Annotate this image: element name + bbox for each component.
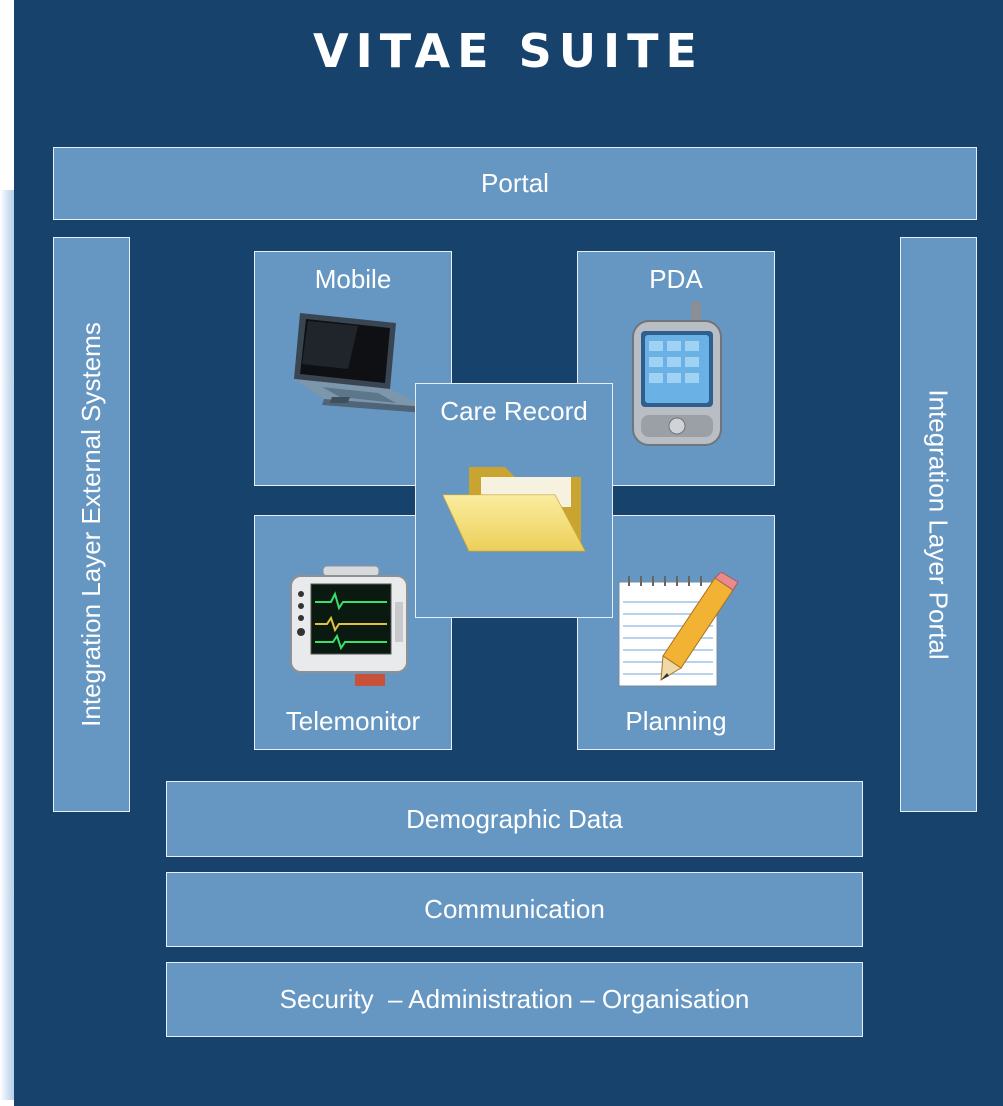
portal-block: Portal (53, 147, 977, 220)
communication-label: Communication (424, 894, 605, 924)
integration-layer-external-label: Integration Layer External Systems (76, 322, 107, 727)
communication-block: Communication (166, 872, 863, 947)
pda-label: PDA (649, 264, 703, 294)
telemonitor-label: Telemonitor (285, 706, 421, 736)
integration-layer-portal-block: Integration Layer Portal (900, 237, 977, 812)
security-administration-organisation-block: Security – Administration – Organisation (166, 962, 863, 1037)
left-edge-gradient (0, 190, 14, 1100)
pda-block: PDA (577, 251, 775, 486)
care-record-label: Care Record (440, 396, 588, 426)
demographic-data-label: Demographic Data (406, 803, 623, 834)
notepad-pencil-icon (618, 572, 739, 687)
care-record-block: Care Record (415, 383, 613, 618)
integration-layer-portal-label: Integration Layer Portal (924, 389, 954, 660)
planning-label: Planning (625, 706, 727, 736)
pda-phone-icon (632, 301, 722, 446)
security-administration-organisation-label: Security – Administration – Organisation (279, 984, 750, 1014)
mobile-block: Mobile (254, 251, 452, 486)
folder-icon (442, 467, 586, 552)
laptop-icon (294, 313, 426, 413)
patient-monitor-icon (290, 565, 408, 686)
diagram-title: VITAE SUITE (313, 24, 704, 78)
mobile-label: Mobile (314, 264, 392, 294)
integration-layer-external-block: Integration Layer External Systems (53, 237, 130, 812)
demographic-data-block: Demographic Data (166, 781, 863, 857)
portal-label: Portal (481, 168, 549, 198)
